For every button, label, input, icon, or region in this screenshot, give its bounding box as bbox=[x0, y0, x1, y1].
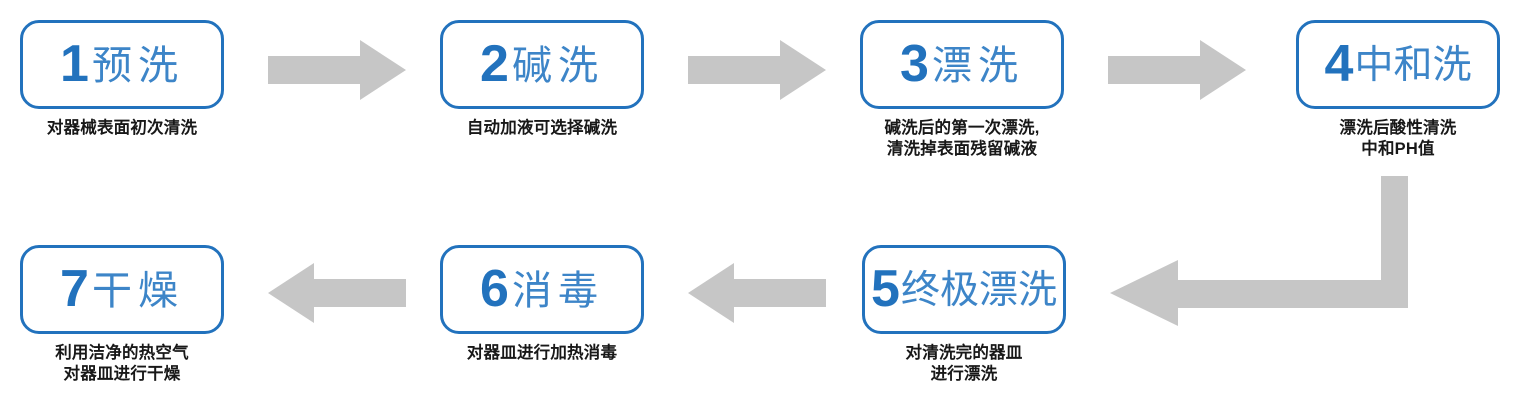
step-5-number: 5 bbox=[871, 259, 900, 318]
step-7-number: 7 bbox=[60, 259, 89, 318]
step-6[interactable]: 6 消毒 对器皿进行加热消毒 bbox=[440, 245, 644, 364]
step-7-box[interactable]: 7 干燥 bbox=[20, 245, 224, 334]
step-4-caption-line-1: 漂洗后酸性清洗 bbox=[1339, 119, 1457, 137]
step-7-caption: 利用洁净的热空气 对器皿进行干燥 bbox=[20, 343, 224, 384]
step-5-caption-line-2: 进行漂洗 bbox=[930, 364, 998, 383]
step-6-number: 6 bbox=[480, 259, 509, 318]
step-5-caption: 对清洗完的器皿 进行漂洗 bbox=[862, 343, 1066, 384]
step-6-box[interactable]: 6 消毒 bbox=[440, 245, 644, 334]
arrow-step1-to-step2 bbox=[268, 40, 406, 100]
step-1-number: 1 bbox=[60, 34, 89, 93]
step-7[interactable]: 7 干燥 利用洁净的热空气 对器皿进行干燥 bbox=[20, 245, 224, 384]
step-6-caption: 对器皿进行加热消毒 bbox=[440, 343, 644, 364]
step-2-box[interactable]: 2 碱洗 bbox=[440, 20, 644, 109]
step-7-caption-line-1: 利用洁净的热空气 bbox=[55, 344, 189, 362]
step-2-caption: 自动加液可选择碱洗 bbox=[440, 118, 644, 139]
arrow-step5-to-step6 bbox=[688, 263, 826, 323]
step-3-label: 漂洗 bbox=[931, 43, 1024, 88]
step-1[interactable]: 1 预洗 对器械表面初次清洗 bbox=[20, 20, 224, 139]
step-6-label: 消毒 bbox=[511, 268, 604, 313]
step-5-caption-line-1: 对清洗完的器皿 bbox=[905, 344, 1023, 362]
step-1-caption-line-1: 对器械表面初次清洗 bbox=[46, 119, 198, 137]
step-3-caption-line-2: 清洗掉表面残留碱液 bbox=[886, 139, 1038, 158]
arrow-step2-to-step3 bbox=[688, 40, 826, 100]
step-5-box[interactable]: 5 终极漂洗 bbox=[862, 245, 1066, 334]
step-7-caption-line-2: 对器皿进行干燥 bbox=[63, 364, 181, 383]
step-4-box[interactable]: 4 中和洗 bbox=[1296, 20, 1500, 109]
step-3-box[interactable]: 3 漂洗 bbox=[860, 20, 1064, 109]
step-2-label: 碱洗 bbox=[511, 43, 604, 88]
step-3-caption: 碱洗后的第一次漂洗, 清洗掉表面残留碱液 bbox=[860, 118, 1064, 159]
step-2-number: 2 bbox=[480, 34, 509, 93]
step-6-caption-line-1: 对器皿进行加热消毒 bbox=[466, 344, 618, 362]
step-1-box[interactable]: 1 预洗 bbox=[20, 20, 224, 109]
step-1-caption: 对器械表面初次清洗 bbox=[20, 118, 224, 139]
arrow-step4-to-step5 bbox=[1110, 176, 1410, 328]
step-3[interactable]: 3 漂洗 碱洗后的第一次漂洗, 清洗掉表面残留碱液 bbox=[860, 20, 1064, 159]
arrow-step3-to-step4 bbox=[1108, 40, 1246, 100]
step-1-label: 预洗 bbox=[91, 43, 184, 88]
step-3-caption-line-1: 碱洗后的第一次漂洗, bbox=[884, 119, 1040, 137]
step-4-number: 4 bbox=[1324, 34, 1354, 93]
step-4-label: 中和洗 bbox=[1354, 44, 1472, 87]
step-4[interactable]: 4 中和洗 漂洗后酸性清洗 中和PH值 bbox=[1296, 20, 1500, 159]
step-2[interactable]: 2 碱洗 自动加液可选择碱洗 bbox=[440, 20, 644, 139]
step-4-caption: 漂洗后酸性清洗 中和PH值 bbox=[1296, 118, 1500, 159]
step-5-label: 终极漂洗 bbox=[900, 269, 1057, 312]
step-3-number: 3 bbox=[900, 34, 929, 93]
step-2-caption-line-1: 自动加液可选择碱洗 bbox=[466, 119, 618, 137]
step-4-caption-line-2: 中和PH值 bbox=[1361, 139, 1435, 158]
step-5[interactable]: 5 终极漂洗 对清洗完的器皿 进行漂洗 bbox=[862, 245, 1066, 384]
step-7-label: 干燥 bbox=[91, 268, 184, 313]
arrow-step6-to-step7 bbox=[268, 263, 406, 323]
